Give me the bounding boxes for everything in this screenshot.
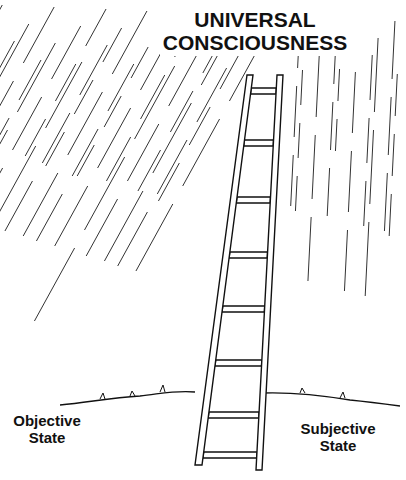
light-ray — [183, 119, 220, 186]
ladder — [195, 75, 283, 470]
light-ray — [46, 62, 82, 128]
light-ray — [138, 150, 161, 191]
light-ray — [327, 168, 329, 216]
light-ray — [72, 129, 98, 176]
light-ray — [312, 135, 315, 199]
ladder-rail — [195, 75, 253, 465]
light-ray — [395, 74, 397, 116]
light-ray — [74, 80, 93, 114]
ladder-rung — [222, 306, 265, 312]
ladder-rung — [229, 252, 268, 258]
grass-tufts — [100, 385, 345, 399]
light-ray — [17, 43, 55, 112]
light-ray — [331, 102, 333, 150]
ladder-rung — [215, 360, 262, 366]
light-rays — [0, 5, 397, 321]
ladder-rung — [244, 140, 274, 146]
light-ray — [108, 64, 134, 111]
light-ray — [141, 75, 165, 119]
ladder-rung — [208, 412, 259, 418]
light-ray — [316, 53, 319, 117]
light-ray — [46, 132, 65, 166]
light-ray — [388, 97, 391, 155]
light-ray — [364, 181, 366, 226]
light-ray — [367, 118, 369, 163]
ground-line — [60, 391, 400, 406]
light-ray — [106, 137, 130, 181]
ladder-rail — [256, 75, 283, 470]
light-ray — [370, 55, 372, 100]
light-ray — [389, 194, 391, 236]
light-ray — [0, 118, 9, 158]
light-ray — [112, 11, 147, 74]
light-ray — [370, 130, 374, 204]
light-ray — [169, 49, 200, 106]
light-ray — [158, 163, 179, 201]
light-ray — [104, 191, 143, 261]
light-ray — [52, 26, 81, 79]
light-ray — [197, 68, 227, 122]
light-ray — [384, 173, 387, 231]
light-ray — [0, 168, 3, 221]
light-ray — [68, 92, 103, 155]
light-ray — [13, 97, 42, 150]
light-ray — [19, 60, 41, 100]
light-ray — [86, 9, 106, 46]
light-ray — [374, 38, 378, 112]
light-ray — [392, 21, 395, 79]
light-ray — [170, 91, 193, 132]
light-ray — [0, 81, 13, 137]
state-label: Subjective State — [296, 420, 380, 455]
light-ray — [80, 45, 108, 95]
light-ray — [136, 204, 173, 271]
light-ray — [55, 64, 75, 101]
light-ray — [335, 119, 337, 151]
light-ray — [135, 66, 175, 139]
light-ray — [291, 155, 294, 206]
light-ray — [338, 69, 340, 101]
light-ray — [189, 107, 210, 145]
heading-label: UNIVERSAL CONSCIOUSNESS — [160, 6, 350, 56]
light-ray — [0, 130, 8, 199]
light-ray — [392, 134, 394, 176]
light-ray — [308, 217, 311, 281]
light-ray — [352, 72, 355, 133]
light-ray — [42, 113, 70, 163]
ladder-rung — [236, 197, 270, 203]
light-ray — [103, 28, 122, 62]
light-ray — [86, 199, 117, 256]
light-ray — [5, 181, 33, 231]
light-ray — [294, 86, 297, 137]
light-ray — [85, 157, 125, 230]
light-ray — [0, 5, 2, 35]
light-ray — [55, 186, 88, 246]
light-ray — [344, 230, 347, 291]
light-ray — [23, 173, 58, 236]
light-ray — [77, 145, 94, 176]
light-ray — [220, 51, 241, 89]
light-ray — [25, 119, 45, 156]
state-label: Objective State — [8, 412, 86, 447]
light-ray — [365, 222, 369, 296]
light-ray — [301, 70, 303, 105]
ladder-rung — [203, 452, 257, 458]
light-ray — [348, 151, 351, 212]
light-ray — [298, 123, 300, 158]
light-ray — [0, 146, 36, 212]
light-ray — [295, 176, 297, 211]
ladder-rung — [251, 88, 277, 94]
light-ray — [104, 96, 121, 127]
light-ray — [36, 194, 62, 241]
light-ray — [98, 108, 131, 168]
light-ray — [131, 47, 148, 78]
light-ray — [127, 124, 158, 181]
light-ray — [153, 103, 192, 173]
light-ray — [34, 248, 74, 321]
